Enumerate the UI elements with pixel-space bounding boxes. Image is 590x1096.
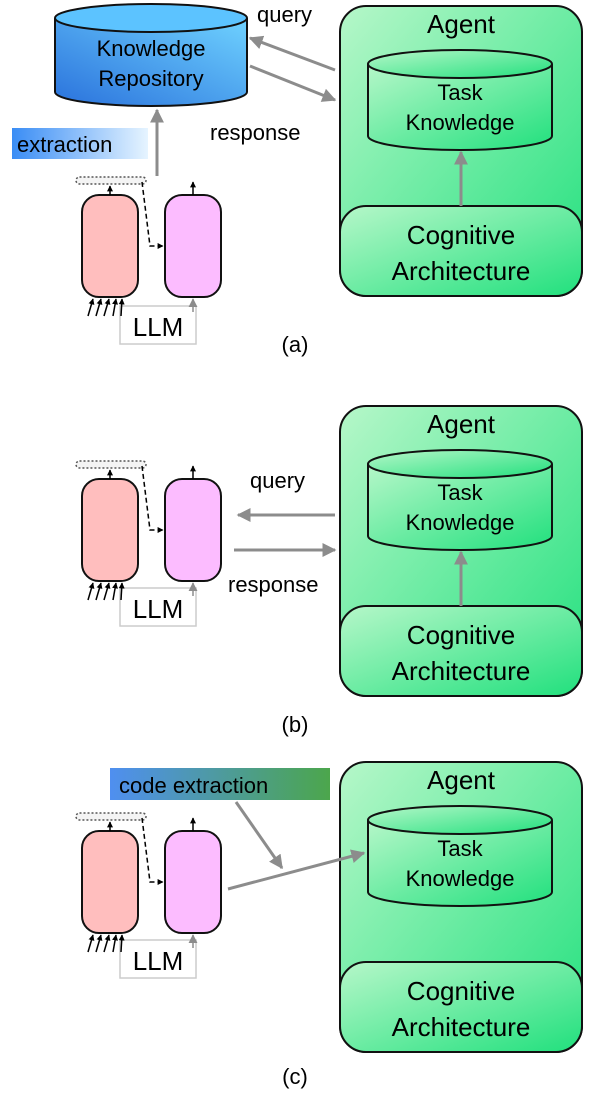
caption-b: (b) (282, 712, 309, 737)
query-arrow (248, 35, 336, 72)
llm-model: LLM (75, 812, 222, 979)
response-label: response (210, 120, 301, 145)
task-knowledge-line1: Task (437, 80, 483, 105)
cognitive-line2: Architecture (392, 656, 531, 686)
encoder-block (81, 478, 139, 582)
code-extraction-arrow (234, 801, 284, 870)
caption-a: (a) (282, 332, 309, 357)
task-knowledge-line2: Knowledge (406, 110, 515, 135)
task-knowledge-cylinder (367, 805, 553, 907)
cognitive-line1: Cognitive (407, 620, 515, 650)
input-arrows (87, 934, 125, 953)
cognitive-line2: Architecture (392, 256, 531, 286)
input-arrows (87, 582, 125, 601)
task-knowledge-cylinder (367, 49, 553, 151)
query-label: query (257, 2, 312, 27)
cross-connection (141, 465, 164, 533)
code-extraction-label-box (110, 768, 330, 800)
llm-caption-box (119, 587, 197, 627)
task-knowledge-cylinder (367, 449, 553, 551)
panel-c: Agent Task Knowledge Cognitive Architect… (75, 761, 583, 1089)
agent-title: Agent (427, 409, 496, 439)
panel-b: Agent Task Knowledge Cognitive Architect… (75, 405, 583, 737)
decoder-block (164, 478, 222, 582)
token-strip (75, 460, 147, 469)
decoder-block (164, 194, 222, 298)
repository-line1: Knowledge (97, 36, 206, 61)
task-knowledge-line2: Knowledge (406, 510, 515, 535)
llm-label: LLM (133, 594, 184, 624)
agent-title: Agent (427, 765, 496, 795)
cross-connection (141, 817, 164, 885)
code-extraction-label: code extraction (119, 773, 268, 798)
repository-line2: Repository (98, 66, 203, 91)
task-knowledge-line1: Task (437, 836, 483, 861)
input-arrows (87, 298, 125, 317)
llm-model: LLM (75, 460, 222, 627)
encoder-block (81, 830, 139, 934)
cognitive-line2: Architecture (392, 1012, 531, 1042)
task-knowledge-line2: Knowledge (406, 866, 515, 891)
caption-c: (c) (282, 1064, 308, 1089)
cognitive-line1: Cognitive (407, 220, 515, 250)
cognitive-line1: Cognitive (407, 976, 515, 1006)
cross-connection (141, 181, 164, 249)
encoder-block (81, 194, 139, 298)
response-arrow (249, 64, 337, 102)
task-knowledge-line1: Task (437, 480, 483, 505)
cognitive-architecture-box (339, 961, 583, 1053)
llm-label: LLM (133, 946, 184, 976)
response-label: response (228, 572, 319, 597)
agent-title: Agent (427, 9, 496, 39)
extraction-label: extraction (17, 132, 112, 157)
panel-a: Agent Task Knowledge Cognitive Architect… (12, 2, 583, 357)
extraction-label-box (12, 128, 148, 159)
query-label: query (250, 468, 305, 493)
llm-to-knowledge-arrow (227, 849, 366, 891)
llm-caption-box (119, 939, 197, 979)
decoder-block (164, 830, 222, 934)
token-strip (75, 812, 147, 821)
token-strip (75, 176, 147, 185)
llm-label: LLM (133, 312, 184, 342)
llm-caption-box (119, 305, 197, 345)
llm-model: LLM (75, 176, 222, 345)
knowledge-repository-cylinder (54, 3, 248, 107)
